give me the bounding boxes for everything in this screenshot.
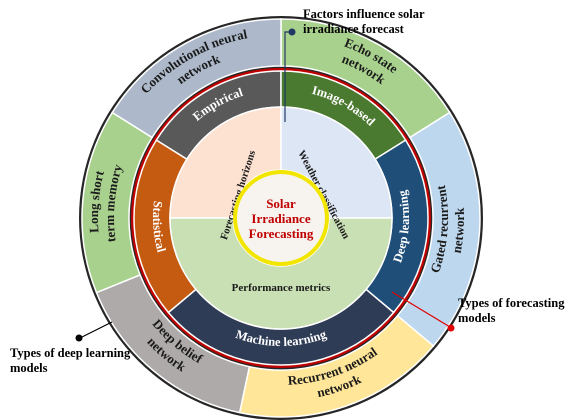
center-title-line: Forecasting <box>249 226 314 241</box>
center-title-line: Solar <box>266 196 296 211</box>
segment-convolutional-neural-network <box>111 18 282 139</box>
callout-forecasting-label: Types of forecasting models <box>458 296 565 325</box>
callout-deep-learning-line <box>79 321 113 339</box>
callout-forecasting-dot <box>447 324 455 332</box>
callout-factors-dot <box>288 28 296 36</box>
performance-metrics-label: Performance metrics <box>232 282 331 294</box>
statistical-label: Statistical <box>150 200 169 254</box>
center-disc <box>237 174 325 262</box>
callout-lines <box>75 28 455 342</box>
callout-deep-learning-dot <box>75 334 83 342</box>
callout-factors-label: Factors influence solar irradiance forec… <box>303 7 425 36</box>
network-label: network <box>449 207 467 254</box>
center-title-line: Irradiance <box>251 211 310 226</box>
callout-forecasting-line <box>391 291 451 328</box>
callout-deep-learning-label: Types of deep learning models <box>10 346 131 375</box>
